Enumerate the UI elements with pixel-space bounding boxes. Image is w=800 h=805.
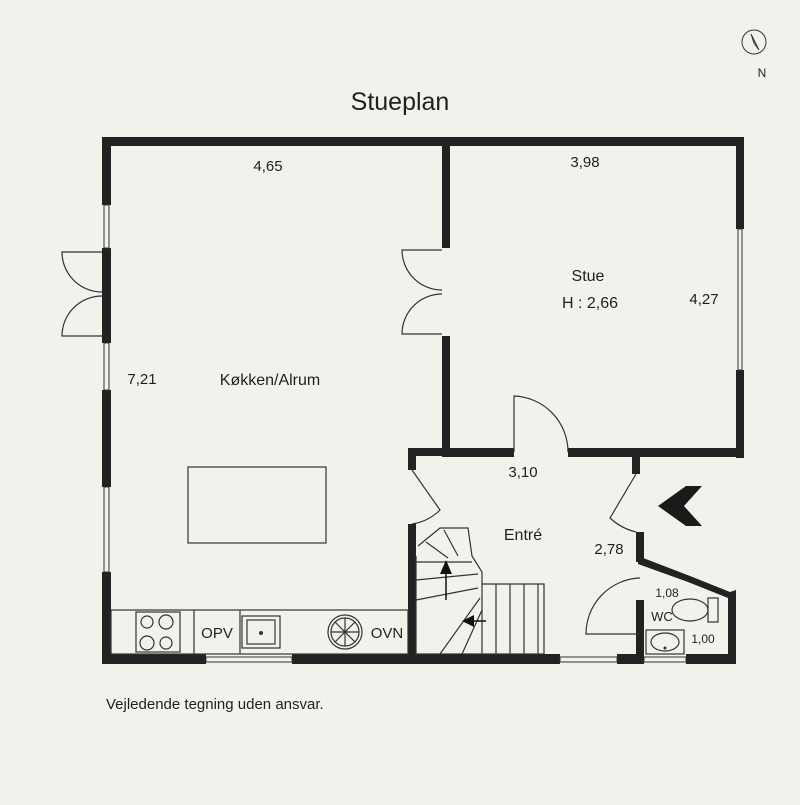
disclaimer: Vejledende tegning uden ansvar. — [106, 696, 324, 713]
doors — [61, 249, 641, 635]
wc-name: WC — [651, 609, 673, 624]
compass-icon — [741, 29, 767, 55]
staircase — [415, 527, 545, 655]
hob-icon — [135, 611, 181, 653]
living-height: H : 2,66 — [562, 295, 618, 312]
kitchen-name: Køkken/Alrum — [220, 372, 320, 389]
entry-depth: 2,78 — [594, 541, 623, 558]
kitchen-counter — [110, 609, 409, 655]
windows — [103, 204, 743, 663]
kitchen-island — [187, 466, 327, 544]
entry-width: 3,10 — [508, 464, 537, 481]
entrance-arrow-icon — [658, 486, 702, 526]
oven-label: OVN — [371, 625, 404, 642]
wc-depth: 1,00 — [691, 632, 715, 646]
wc-width: 1,08 — [655, 586, 679, 600]
dishwasher-label: OPV — [201, 625, 233, 642]
walls — [102, 137, 744, 664]
plan-title: Stueplan — [351, 88, 450, 116]
sink-icon — [241, 615, 281, 649]
exhaust-fan-icon — [327, 614, 363, 650]
living-name: Stue — [572, 268, 605, 285]
kitchen-depth: 7,21 — [127, 371, 156, 388]
entry-name: Entré — [504, 527, 542, 544]
stair-arrow-icon — [440, 560, 486, 627]
living-depth: 4,27 — [689, 291, 718, 308]
living-width: 3,98 — [570, 154, 599, 171]
toilet-icon — [671, 597, 719, 623]
kitchen-width: 4,65 — [253, 158, 282, 175]
compass-north-label: N — [758, 66, 767, 80]
basin-icon — [645, 629, 685, 655]
